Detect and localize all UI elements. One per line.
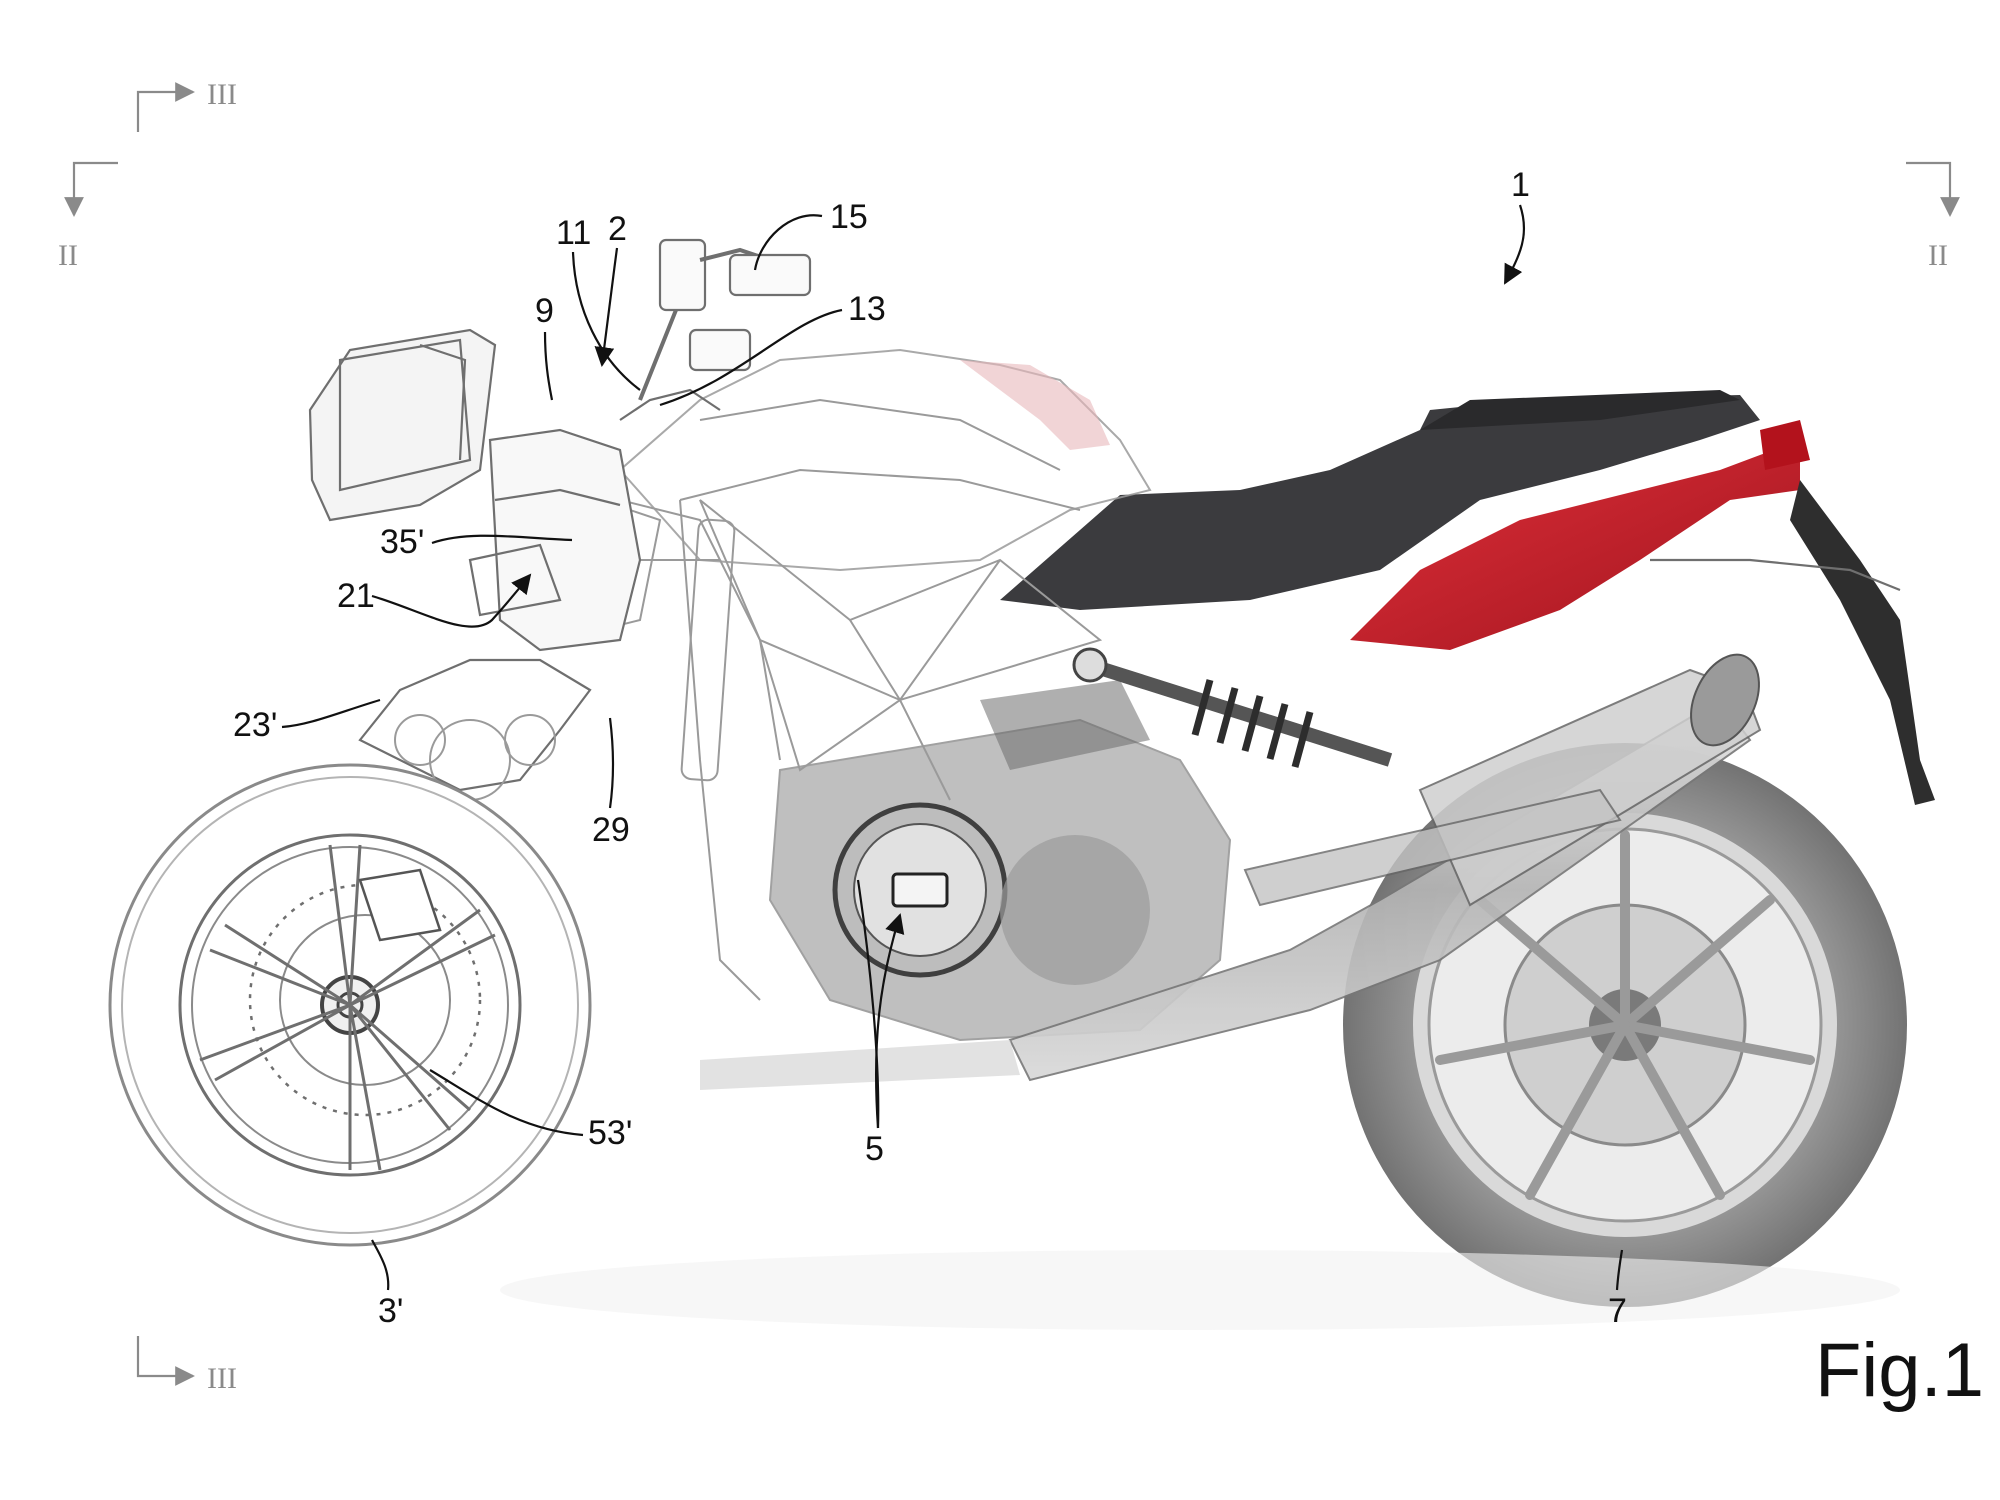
swingarm — [1243, 788, 1622, 907]
section-mark-III-top: III — [136, 78, 237, 132]
numeral-3p: 3' — [378, 1292, 403, 1330]
numeral-5: 5 — [865, 1130, 884, 1168]
numeral-13: 13 — [848, 290, 886, 328]
numeral-21: 21 — [337, 577, 375, 615]
numeral-29: 29 — [592, 811, 630, 849]
headlight — [308, 328, 497, 522]
callout-3p: 3' — [371, 1239, 403, 1330]
frame — [679, 499, 1103, 1001]
numeral-35p: 35' — [380, 523, 424, 561]
figure-label: Fig.1 — [1815, 1328, 1984, 1413]
section-mark-II-right: II — [1906, 161, 1960, 272]
numeral-15: 15 — [830, 198, 868, 236]
engine — [768, 680, 1232, 1042]
front-fender — [358, 658, 592, 792]
callout-5: 5 — [856, 879, 905, 1168]
section-label-III-bottom: III — [207, 1362, 237, 1395]
motorcycle-illustration — [108, 238, 1935, 1330]
callout-2: 2 — [594, 210, 627, 367]
section-mark-II-left: II — [58, 161, 118, 272]
numeral-23p: 23' — [233, 706, 277, 744]
tail-fairing — [1350, 440, 1800, 650]
numeral-2: 2 — [608, 210, 627, 248]
callout-23p: 23' — [233, 698, 381, 744]
callout-29: 29 — [592, 717, 630, 849]
callout-15: 15 — [753, 198, 868, 271]
callout-21: 21 — [337, 573, 532, 628]
license-bracket — [1790, 480, 1935, 805]
callout-35p: 35' — [380, 523, 573, 561]
callout-1: 1 — [1504, 166, 1530, 285]
numeral-7: 7 — [1608, 1292, 1627, 1330]
rear-shock — [1072, 647, 1393, 768]
numeral-11: 11 — [556, 214, 591, 252]
numeral-53p: 53' — [588, 1114, 632, 1152]
callout-13: 13 — [659, 290, 886, 407]
seat — [1000, 395, 1760, 610]
section-label-III-top: III — [207, 78, 237, 111]
callout-53p: 53' — [429, 1069, 632, 1152]
callout-11: 11 — [556, 214, 641, 391]
front-wheel — [108, 763, 592, 1247]
section-label-II-right: II — [1928, 239, 1948, 272]
section-mark-III-bottom: III — [136, 1336, 237, 1395]
callout-7: 7 — [1608, 1249, 1627, 1330]
section-label-II-left: II — [58, 239, 78, 272]
numeral-9: 9 — [535, 292, 554, 330]
callout-9: 9 — [535, 292, 554, 401]
handlebar — [619, 238, 812, 421]
fuel-tank — [618, 348, 1152, 572]
numeral-1: 1 — [1511, 166, 1530, 204]
